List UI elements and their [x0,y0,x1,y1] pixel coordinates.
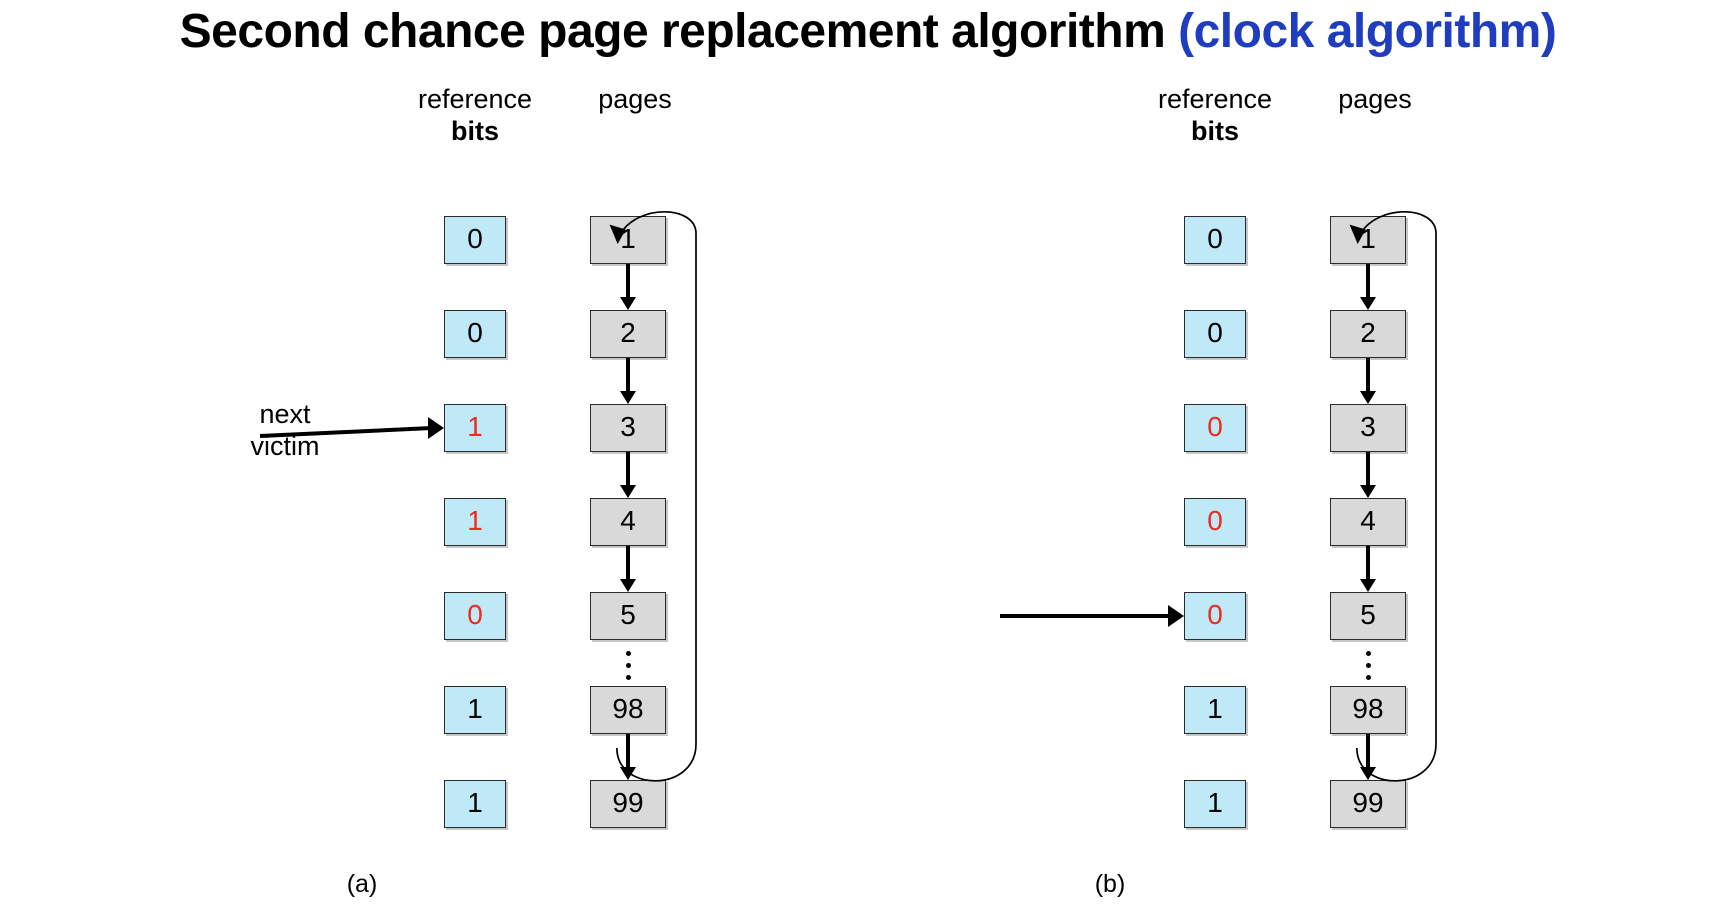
page-frame-number: 4 [1360,505,1376,536]
next-victim-label-line1: next [259,399,311,429]
page-title: Second chance page replacement algorithm… [0,4,1736,59]
panel-caption: (a) [346,870,378,898]
vertical-ellipsis-icon [1360,644,1376,686]
reference-bit-box[interactable]: 0 [444,216,506,264]
page-frame-box[interactable]: 5 [590,592,666,640]
reference-bit-value: 1 [467,693,483,724]
reference-bit-box[interactable]: 0 [1184,592,1246,640]
page-frame-number: 3 [1360,411,1376,442]
pages-heading: pages [1338,84,1412,114]
clock-wraparound-loop-icon [1349,210,1437,782]
reference-bit-box[interactable]: 1 [1184,780,1246,828]
reference-bit-value: 0 [1207,317,1223,348]
page-frame-box[interactable]: 3 [590,404,666,452]
page-frame-box[interactable]: 2 [590,310,666,358]
reference-bit-value: 0 [467,599,483,630]
page-link-arrow-icon [1360,264,1376,310]
page-frame-number: 99 [612,787,644,818]
panel-caption: (b) [1094,870,1126,898]
page-frame-number: 5 [1360,599,1376,630]
reference-bit-value: 1 [467,787,483,818]
page-frame-box[interactable]: 98 [1330,686,1406,734]
page-link-arrow-icon [620,452,636,498]
page-frame-box[interactable]: 98 [590,686,666,734]
reference-bit-box[interactable]: 0 [1184,216,1246,264]
reference-bit-box[interactable]: 1 [444,404,506,452]
clock-wraparound-loop-icon [609,210,697,782]
reference-bit-value: 1 [1207,693,1223,724]
page-link-arrow-icon [1360,546,1376,592]
reference-bits-heading-line1: reference [417,84,533,114]
reference-bit-value: 0 [467,317,483,348]
next-victim-label-line2: victim [250,431,320,462]
page-frame-box[interactable]: 5 [1330,592,1406,640]
reference-bit-box[interactable]: 0 [444,592,506,640]
page-title-highlight: (clock algorithm) [1178,5,1557,58]
reference-bit-box[interactable]: 1 [1184,686,1246,734]
vertical-ellipsis-icon [620,644,636,686]
page-frame-number: 4 [620,505,636,536]
page-frame-box[interactable]: 3 [1330,404,1406,452]
page-frame-number: 2 [1360,317,1376,348]
page-title-main: Second chance page replacement algorithm [179,5,1179,58]
reference-bit-box[interactable]: 0 [1184,498,1246,546]
reference-bits-heading-line1: reference [1157,84,1273,114]
page-frame-box[interactable]: 2 [1330,310,1406,358]
page-frame-number: 2 [620,317,636,348]
pages-heading: pages [598,84,672,114]
page-frame-number: 98 [1352,693,1384,724]
clock-hand-pointer-arrow-icon [259,417,444,439]
reference-bit-value: 0 [467,223,483,254]
page-frame-number: 99 [1352,787,1384,818]
clock-hand-pointer-arrow-icon [1000,605,1184,627]
reference-bit-box[interactable]: 1 [444,498,506,546]
page-link-arrow-icon [1360,734,1376,780]
reference-bit-box[interactable]: 0 [444,310,506,358]
reference-bit-box[interactable]: 0 [1184,404,1246,452]
reference-bit-box[interactable]: 0 [1184,310,1246,358]
reference-bit-value: 1 [1207,787,1223,818]
page-link-arrow-icon [620,546,636,592]
reference-bit-value: 0 [1207,411,1223,442]
reference-bit-value: 0 [1207,223,1223,254]
page-link-arrow-icon [620,358,636,404]
reference-bit-value: 0 [1207,505,1223,536]
page-link-arrow-icon [1360,452,1376,498]
reference-bit-box[interactable]: 1 [444,780,506,828]
page-frame-box[interactable]: 4 [590,498,666,546]
page-frame-box[interactable]: 4 [1330,498,1406,546]
reference-bit-value: 0 [1207,599,1223,630]
page-frame-number: 98 [612,693,644,724]
page-frame-number: 3 [620,411,636,442]
reference-bits-heading-line2: bits [1190,115,1239,146]
page-link-arrow-icon [1360,358,1376,404]
reference-bit-box[interactable]: 1 [444,686,506,734]
reference-bits-heading-line2: bits [450,115,499,146]
reference-bit-value: 1 [467,505,483,536]
page-frame-box[interactable]: 99 [590,780,666,828]
page-frame-box[interactable]: 99 [1330,780,1406,828]
reference-bit-value: 1 [467,411,483,442]
page-link-arrow-icon [620,734,636,780]
page-frame-number: 5 [620,599,636,630]
page-link-arrow-icon [620,264,636,310]
